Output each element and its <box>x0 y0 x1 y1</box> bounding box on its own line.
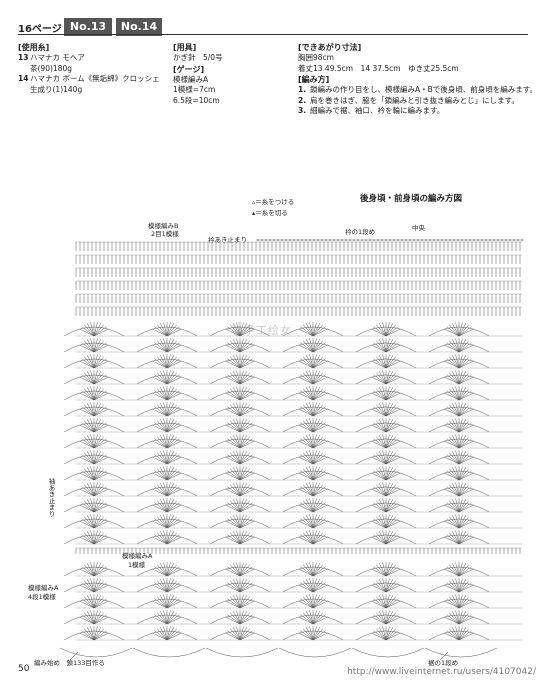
attach-symbol-icon: ▵ <box>252 198 256 206</box>
page-number: 50 <box>18 664 30 674</box>
pattern-a-left-sub: 4段1模様 <box>28 593 56 601</box>
page-reference: 16ページ <box>18 24 62 35</box>
size-line: 着丈13 49.5cm 14 37.5cm ゆき丈25.5cm <box>298 63 459 73</box>
legend-cut: ▴＝糸を切る <box>252 209 288 217</box>
method-step: 3.細編みで裾、袖口、衿を輪に編みます。 <box>298 106 445 115</box>
method-step: 1.鎖編みの作り目をし、模様編みA・Bで後身頃、前身頃を編みます。 <box>298 85 538 94</box>
collar-stop-label: 衿あき止まり <box>208 236 247 244</box>
source-url: http://www.liveinternet.ru/users/4107042… <box>347 667 536 677</box>
size-method-section: [できあがり寸法] 胸囲98cm 着丈13 49.5cm 14 37.5cm ゆ… <box>298 42 537 117</box>
yarn-title: [使用糸] <box>18 43 50 52</box>
pattern-a-sub: 1模様 <box>128 561 146 569</box>
yarn-line: 生成り(1)140g <box>30 84 83 94</box>
pattern-b-label: 模様編みB <box>148 222 179 230</box>
tools-line: かぎ針 5/0号 <box>173 53 223 62</box>
size-line: 胸囲98cm <box>298 53 334 62</box>
start-label: 編み始め 鎖133目作る <box>34 659 105 667</box>
hem-row1-label: 裾の1段め <box>428 659 459 667</box>
header-divider <box>18 34 528 35</box>
yarn-line: 茶(90)180g <box>30 63 72 73</box>
method-title: [編み方] <box>298 75 330 84</box>
gauge-line: 1模様=7cm <box>173 85 216 94</box>
pattern-b-sub: 2目1模様 <box>151 230 179 238</box>
gauge-title: [ゲージ] <box>173 64 205 74</box>
gauge-line: 6.5段=10cm <box>173 95 220 105</box>
cut-symbol-icon: ▴ <box>252 209 256 217</box>
tools-section: [用具] かぎ針 5/0号 [ゲージ] 模様編みA 1模様=7cm 6.5段=1… <box>173 42 223 106</box>
sleeve-stop-label: 袖あき止まり <box>47 478 55 517</box>
size-title: [できあがり寸法] <box>298 43 362 52</box>
pattern-a-label: 模様編みA <box>122 552 153 560</box>
chart-title: 後身頃・前身頃の編み方図 <box>360 194 463 204</box>
legend-attach: ▵＝糸をつける <box>252 198 295 206</box>
collar-row1-label: 衿の1段め <box>345 228 376 236</box>
tab-no14: No.14 <box>116 18 162 36</box>
method-step: 2.肩を巻きはぎ、脇を「鎖編みと引き抜き編みとじ」にします。 <box>298 95 519 105</box>
pattern-a-left-label: 模様編みA <box>28 584 59 592</box>
gauge-line: 模様編みA <box>173 74 209 84</box>
tools-title: [用具] <box>173 43 197 52</box>
center-label: 中央 <box>412 224 425 232</box>
tab-no13: No.13 <box>64 18 112 36</box>
